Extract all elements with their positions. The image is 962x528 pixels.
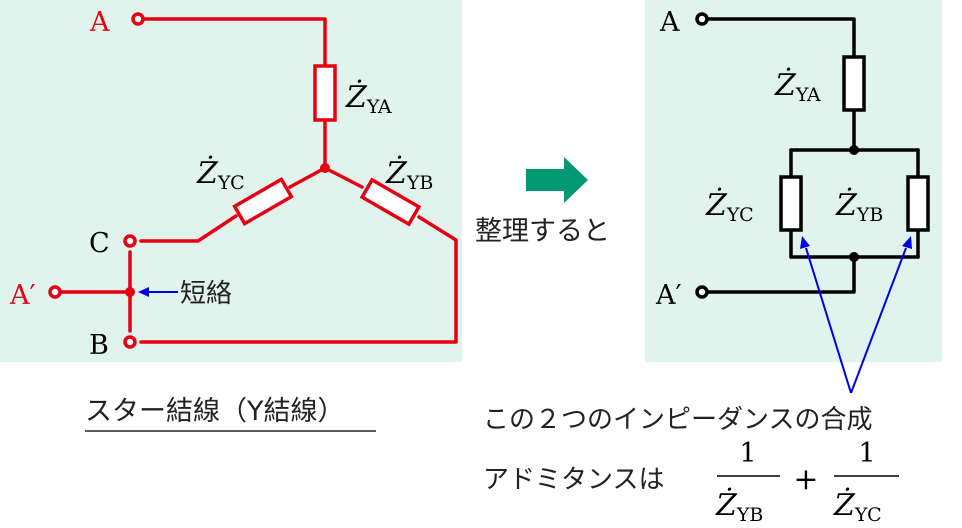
upper-junction-dot <box>849 145 859 155</box>
neutral-node-dot <box>320 163 330 173</box>
terminal-a-prime-left <box>48 285 62 299</box>
resistor-zyc-right <box>779 175 803 232</box>
short-pointer-arrow <box>138 287 178 297</box>
star-caption: スター結線（Y結線） <box>85 396 345 427</box>
right-terminals <box>695 12 709 299</box>
terminal-a-left <box>131 12 145 26</box>
star-resistors <box>232 64 422 227</box>
label-a-prime-right: A′ <box>655 280 682 311</box>
resistor-zyb-right <box>906 175 930 232</box>
label-zyb-right: ŻYB <box>835 187 883 226</box>
label-b-left: B <box>89 330 109 361</box>
left-panel <box>0 0 462 362</box>
note-line-1: この２つのインピーダンスの合成 <box>483 405 872 435</box>
resistor-zyc-left <box>232 176 294 227</box>
equivalent-resistors <box>779 55 930 232</box>
label-a-right: A <box>659 7 680 38</box>
short-node-dot <box>125 287 135 297</box>
terminal-a-right <box>695 12 709 26</box>
label-zya-left: ŻYA <box>345 79 392 118</box>
fraction-yb-numerator: 1 <box>739 438 756 469</box>
transform-label: 整理すると <box>475 216 610 247</box>
left-terminals <box>48 12 145 349</box>
fraction-yc-denominator: ŻYC <box>833 487 882 526</box>
label-zyc-right: ŻYC <box>705 187 754 226</box>
admittance-fraction-yc: 1 ŻYC <box>833 438 899 526</box>
plus-sign: + <box>793 462 818 497</box>
terminal-a-prime-right <box>695 285 709 299</box>
label-a-prime-left: A′ <box>9 280 36 311</box>
label-c-left: C <box>89 228 110 259</box>
lower-junction-dot <box>849 252 859 262</box>
label-zyb-left: ŻYB <box>385 155 433 194</box>
label-zya-right: ŻYA <box>774 67 821 106</box>
parallel-pointer-arrows <box>800 236 912 394</box>
fraction-yb-denominator: ŻYB <box>715 487 763 526</box>
fraction-yc-numerator: 1 <box>858 438 875 469</box>
label-zyc-left: ŻYC <box>196 155 245 194</box>
right-arrow-icon <box>526 157 588 203</box>
resistor-zya-left <box>313 64 337 122</box>
terminal-b-left <box>123 335 137 349</box>
admittance-fraction-yb: 1 ŻYB <box>715 438 780 526</box>
resistor-zyb-left <box>359 177 422 227</box>
short-label: 短絡 <box>180 279 232 309</box>
label-a-left: A <box>89 7 110 38</box>
resistor-zya-right <box>842 55 866 112</box>
note-line-2: アドミタンスは <box>483 465 664 495</box>
terminal-c-left <box>123 234 137 248</box>
